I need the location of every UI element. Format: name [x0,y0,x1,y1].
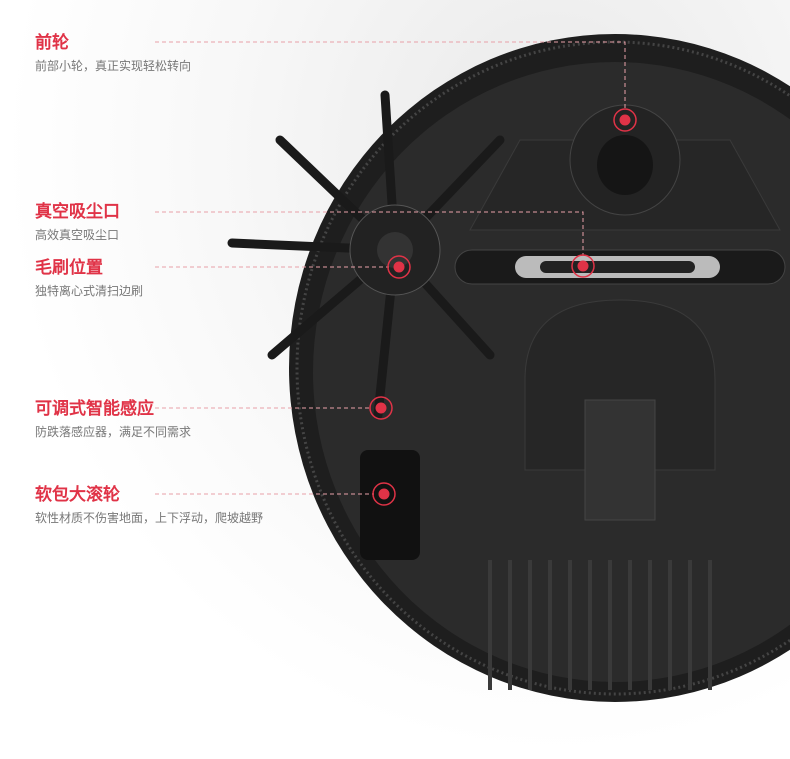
feature-desc: 高效真空吸尘口 [35,228,120,242]
marker-vacuum [577,260,589,272]
feature-desc: 前部小轮，真正实现轻松转向 [35,59,192,73]
feature-brush: 毛刷位置 独特离心式清扫边刷 [35,258,143,299]
feature-title: 前轮 [35,33,69,53]
marker-front-wheel [619,114,631,126]
marker-sensor [375,402,387,414]
feature-title: 真空吸尘口 [35,202,120,222]
feature-big-wheel: 软包大滚轮 软性材质不伤害地面，上下浮动，爬坡越野 [35,485,263,526]
feature-title: 软包大滚轮 [35,485,120,505]
marker-brush [393,261,405,273]
feature-title: 可调式智能感应 [35,399,154,419]
marker-wheel [378,488,390,500]
feature-desc: 独特离心式清扫边刷 [35,284,144,298]
feature-sensor: 可调式智能感应 防跌落感应器，满足不同需求 [35,399,191,440]
feature-desc: 防跌落感应器，满足不同需求 [35,425,192,439]
feature-title: 毛刷位置 [35,258,103,278]
feature-vacuum-inlet: 真空吸尘口 高效真空吸尘口 [35,202,120,243]
feature-front-wheel: 前轮 前部小轮，真正实现轻松转向 [35,33,191,74]
feature-desc: 软性材质不伤害地面，上下浮动，爬坡越野 [35,511,264,525]
